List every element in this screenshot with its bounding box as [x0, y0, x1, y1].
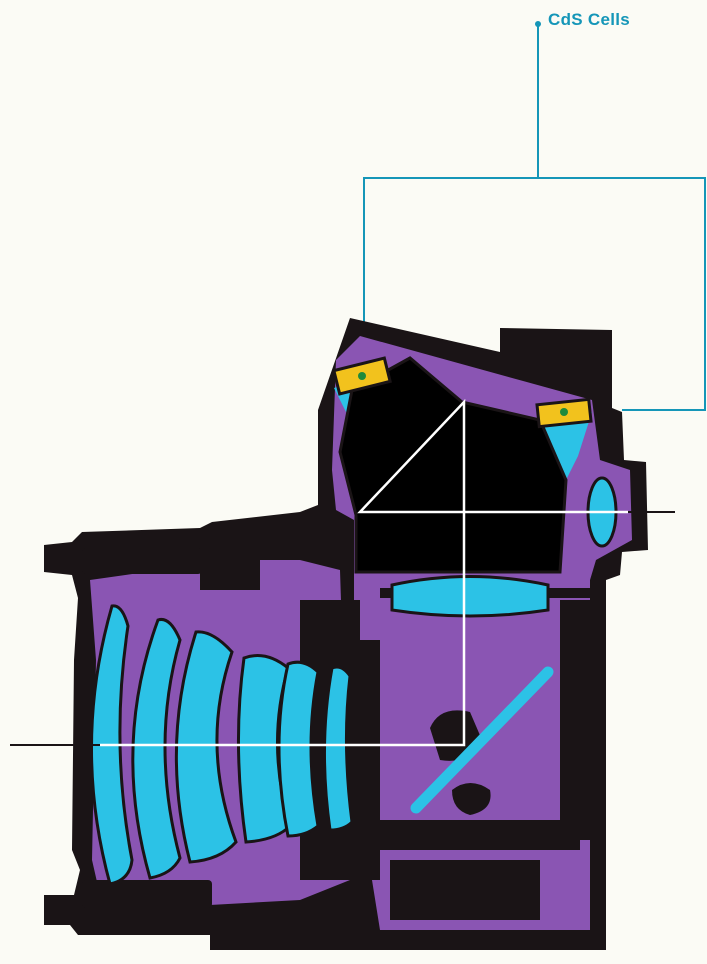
condenser-lens [390, 575, 550, 618]
light-path [100, 398, 628, 747]
callout-dot [535, 21, 541, 27]
callout-frame [363, 177, 706, 411]
reflex-mirror [410, 666, 554, 814]
cds-callout-bracket [363, 24, 706, 411]
cds-cell-right [535, 397, 593, 429]
lens-elements [90, 604, 354, 886]
cds-cell-left [332, 356, 392, 396]
cds-cells-label: CdS Cells [548, 10, 631, 29]
